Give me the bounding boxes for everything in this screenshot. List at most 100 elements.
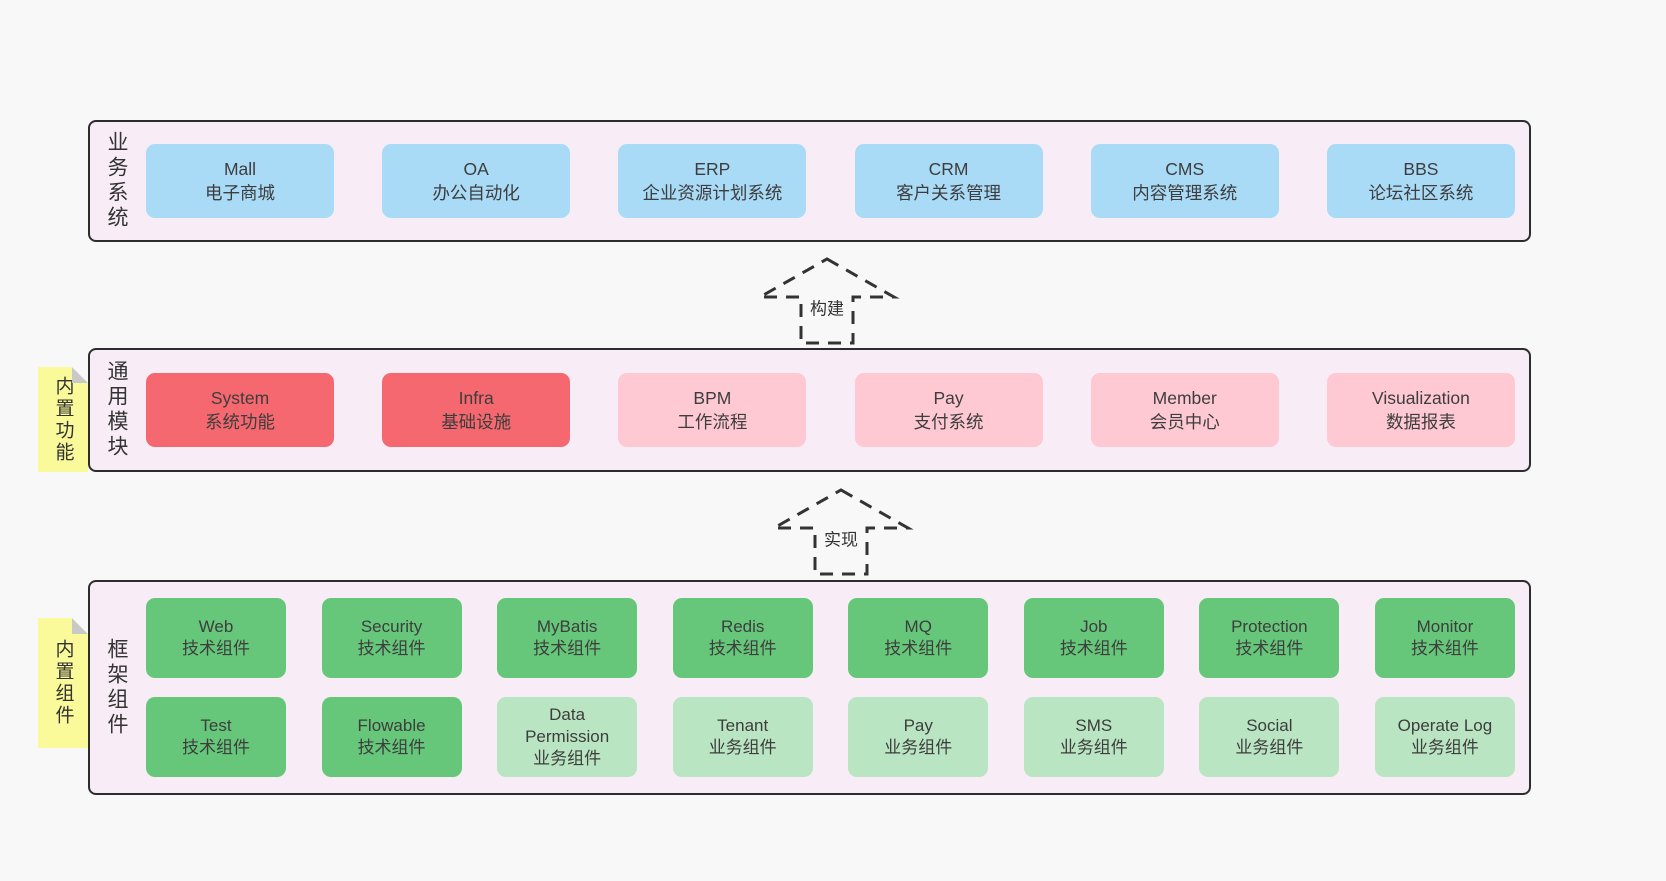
common-modules-boxes: System 系统功能 Infra 基础设施 BPM 工作流程 Pay 支付系统…	[142, 350, 1529, 470]
band-business-systems: 业务系统 Mall 电子商城 OA 办公自动化 ERP 企业资源计划系统 CRM…	[88, 120, 1531, 242]
sticky-text: 内置组件	[52, 639, 74, 727]
band-label-text: 框架组件	[105, 637, 128, 738]
card-title: Mall	[223, 159, 257, 179]
folded-corner-icon	[72, 367, 88, 383]
card-subtitle: 技术组件	[884, 639, 953, 658]
card-pay-component: Pay 业务组件	[848, 697, 989, 777]
card-subtitle: 技术组件	[182, 738, 250, 757]
card-title: Job	[1080, 617, 1108, 636]
card-cms: CMS 内容管理系统	[1090, 144, 1279, 218]
sticky-note-built-in-features: 内置功能	[38, 367, 88, 472]
arrow-label: 构建	[805, 293, 849, 321]
card-title: Web	[198, 617, 234, 636]
card-data-permission: Data Permission 业务组件	[497, 697, 638, 777]
sticky-text: 内置功能	[52, 375, 74, 464]
card-subtitle: 电子商城	[205, 183, 275, 203]
card-title: CMS	[1165, 159, 1205, 179]
card-title: Protection	[1231, 617, 1308, 636]
card-subtitle: 技术组件	[533, 639, 602, 658]
card-subtitle: 企业资源计划系统	[642, 183, 783, 203]
card-subtitle: 会员中心	[1149, 412, 1220, 432]
card-bpm: BPM 工作流程	[618, 373, 807, 447]
card-subtitle: 技术组件	[1235, 639, 1304, 658]
card-subtitle: 支付系统	[913, 412, 984, 432]
card-title: Security	[360, 617, 423, 636]
card-pay-module: Pay 支付系统	[854, 373, 1043, 447]
card-title: BBS	[1403, 159, 1439, 179]
card-title: Visualization	[1371, 388, 1470, 408]
arrow-label: 实现	[819, 524, 863, 552]
card-subtitle: 客户关系管理	[896, 183, 1002, 203]
band-label-framework-components: 框架组件	[90, 582, 142, 793]
card-flowable: Flowable 技术组件	[321, 697, 462, 777]
build-arrow: 构建	[752, 256, 902, 346]
card-title: SMS	[1075, 716, 1113, 735]
card-subtitle: 技术组件	[357, 639, 426, 658]
sticky-note-built-in-components: 内置组件	[38, 618, 88, 748]
card-infra: Infra 基础设施	[382, 373, 571, 447]
card-title: Test	[200, 716, 232, 735]
framework-row-technical: Web 技术组件 Security 技术组件 MyBatis 技术组件 Redi…	[146, 598, 1515, 678]
framework-components-boxes: Web 技术组件 Security 技术组件 MyBatis 技术组件 Redi…	[142, 582, 1529, 793]
card-subtitle: 工作流程	[677, 412, 748, 432]
card-title: MQ	[904, 617, 932, 636]
card-redis: Redis 技术组件	[672, 598, 813, 678]
framework-row-business: Test 技术组件 Flowable 技术组件 Data Permission …	[146, 697, 1515, 777]
card-title: Pay	[933, 388, 964, 408]
card-social: Social 业务组件	[1199, 697, 1340, 777]
card-title: CRM	[928, 159, 969, 179]
card-bbs: BBS 论坛社区系统	[1326, 144, 1515, 218]
card-sms: SMS 业务组件	[1023, 697, 1164, 777]
card-subtitle: 论坛社区系统	[1368, 183, 1474, 203]
card-mybatis: MyBatis 技术组件	[497, 598, 638, 678]
card-title: Infra	[458, 388, 494, 408]
card-title: OA	[463, 159, 489, 179]
card-title: Data Permission	[525, 705, 610, 746]
card-title: Redis	[720, 617, 765, 636]
folded-corner-icon	[72, 618, 88, 634]
card-subtitle: 系统功能	[205, 412, 275, 432]
card-subtitle: 数据报表	[1385, 412, 1456, 432]
card-title: Member	[1152, 388, 1217, 408]
card-title: MyBatis	[536, 617, 598, 636]
up-arrow-icon	[768, 488, 914, 576]
card-title: Pay	[903, 716, 933, 735]
card-subtitle: 业务组件	[1235, 738, 1304, 757]
card-mq: MQ 技术组件	[848, 598, 989, 678]
card-job: Job 技术组件	[1023, 598, 1164, 678]
band-common-modules: 通用模块 System 系统功能 Infra 基础设施 BPM 工作流程 Pay…	[88, 348, 1531, 472]
card-subtitle: 技术组件	[708, 639, 777, 658]
card-subtitle: 办公自动化	[432, 183, 520, 203]
band-label-common-modules: 通用模块	[90, 350, 142, 470]
card-operate-log: Operate Log 业务组件	[1374, 697, 1515, 777]
card-title: Tenant	[717, 716, 769, 735]
card-web: Web 技术组件	[146, 598, 286, 678]
card-member: Member 会员中心	[1090, 373, 1279, 447]
card-crm: CRM 客户关系管理	[854, 144, 1043, 218]
card-subtitle: 业务组件	[884, 738, 953, 757]
card-subtitle: 业务组件	[708, 738, 777, 757]
card-title: Social	[1246, 716, 1293, 735]
card-system: System 系统功能	[146, 373, 334, 447]
card-title: ERP	[694, 159, 731, 179]
implement-arrow: 实现	[766, 487, 916, 577]
card-visualization: Visualization 数据报表	[1326, 373, 1515, 447]
card-title: Monitor	[1416, 617, 1474, 636]
card-subtitle: 业务组件	[533, 749, 602, 768]
business-systems-boxes: Mall 电子商城 OA 办公自动化 ERP 企业资源计划系统 CRM 客户关系…	[142, 122, 1529, 240]
card-oa: OA 办公自动化	[382, 144, 571, 218]
card-subtitle: 内容管理系统	[1132, 183, 1238, 203]
card-protection: Protection 技术组件	[1199, 598, 1340, 678]
band-label-text: 业务系统	[105, 131, 128, 231]
card-title: Flowable	[357, 716, 426, 735]
card-tenant: Tenant 业务组件	[672, 697, 813, 777]
card-subtitle: 技术组件	[357, 738, 426, 757]
card-subtitle: 业务组件	[1410, 738, 1479, 757]
card-subtitle: 技术组件	[1059, 639, 1128, 658]
card-title: System	[210, 388, 270, 408]
card-subtitle: 技术组件	[182, 639, 250, 658]
card-security: Security 技术组件	[321, 598, 462, 678]
up-arrow-icon	[754, 257, 900, 345]
band-framework-components: 框架组件 Web 技术组件 Security 技术组件 MyBatis 技术组件…	[88, 580, 1531, 795]
